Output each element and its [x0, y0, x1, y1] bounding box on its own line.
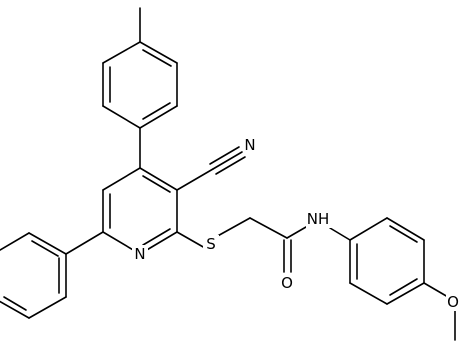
phenyl-bond	[28, 296, 67, 319]
n-aryl-bond	[329, 227, 351, 241]
carbonyl-o-label: O	[281, 274, 293, 292]
ch2-carbonyl-bond	[249, 217, 288, 239]
phenyl-bond	[28, 232, 67, 255]
tolyl-inner-bond	[142, 102, 171, 120]
s-ch2-bond	[213, 217, 251, 239]
thioacetamide-linker	[176, 217, 307, 273]
nitrile-bond	[176, 168, 214, 191]
methoxyphenyl-bond	[386, 217, 425, 241]
nitrile-triple-bond	[209, 146, 240, 165]
phenyl-link-bond	[65, 231, 104, 255]
phenyl-ring	[0, 231, 104, 319]
nitrile-triple-bond	[212, 151, 243, 170]
c-s-bond	[176, 231, 206, 249]
phenyl-inner-bond	[31, 240, 59, 257]
phenyl-bond	[0, 232, 30, 251]
tolyl-bond	[139, 41, 178, 64]
methoxyphenyl-bond	[386, 282, 425, 305]
phenyl-inner-bond	[3, 296, 27, 311]
nitrile-triple-bond	[215, 156, 246, 175]
pyridine-ring	[102, 127, 178, 255]
methoxy-o-label: O	[447, 293, 459, 311]
carbonyl-n-bond	[286, 226, 307, 239]
sulfur-label: S	[206, 235, 216, 253]
pyridine-n-label: N	[134, 245, 145, 263]
methoxyphenyl-inner-bond	[389, 278, 418, 296]
pyridine-bond	[139, 167, 178, 191]
pyridine-inner-bond	[142, 228, 171, 246]
methoxyphenyl-bond	[349, 282, 388, 305]
nitrile-n-label: N	[244, 136, 255, 154]
tolyl-inner-bond	[142, 49, 172, 67]
methoxyphenyl-ring	[329, 217, 456, 341]
amide-nh-label: NH	[307, 210, 330, 228]
phenyl-bond	[0, 300, 30, 319]
tolyl-bond	[102, 41, 141, 64]
methoxyphenyl-inner-bond	[389, 225, 418, 243]
tolyl-bond	[139, 105, 178, 129]
nitrile-group	[176, 146, 246, 191]
methoxyphenyl-bond	[349, 217, 388, 241]
tolyl-bond	[102, 105, 141, 129]
pyridine-bond	[102, 167, 141, 191]
tolyl-ring	[102, 7, 178, 129]
atom-labels: N N S NH O O	[132, 133, 460, 311]
pyridine-inner-bond	[142, 175, 171, 193]
aryl-o-bond	[423, 282, 449, 298]
